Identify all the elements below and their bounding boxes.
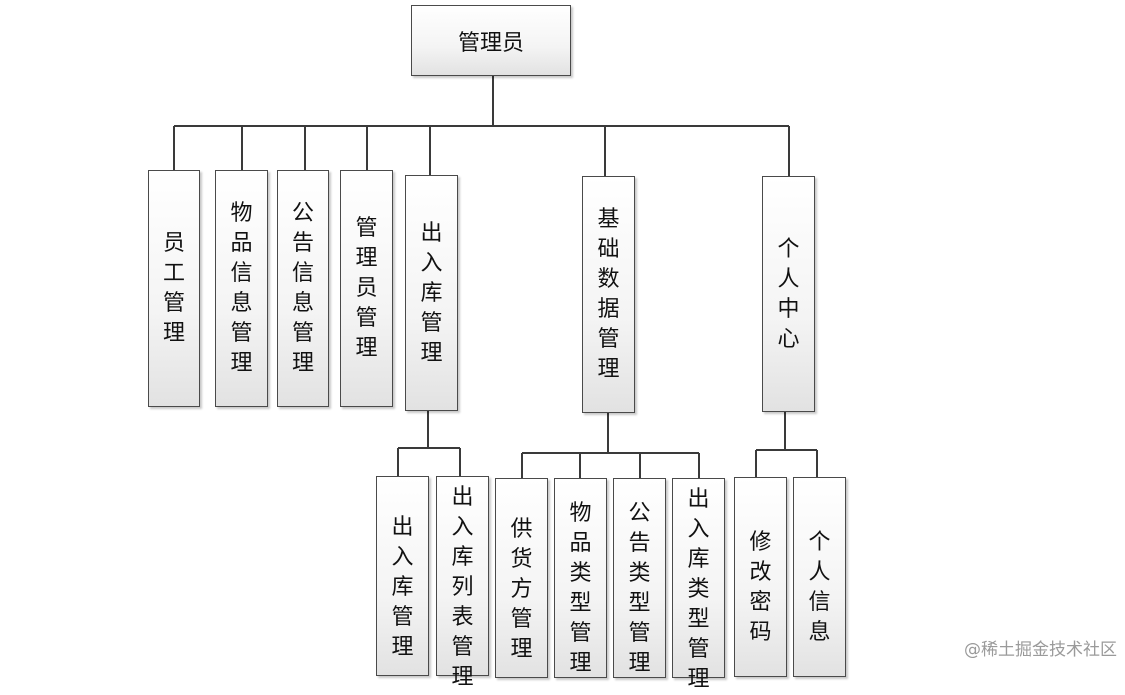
node-inout-manage: 出入库管理 xyxy=(376,476,429,676)
node-change-password: 修改密码 xyxy=(734,477,787,677)
node-label: 个人信息 xyxy=(808,530,831,645)
node-goods-type-manage: 物品类型管理 xyxy=(554,478,607,678)
node-label: 出入库列表管理 xyxy=(451,485,474,690)
node-basic-data-management: 基础数据管理 xyxy=(582,176,635,413)
node-label: 出入库管理 xyxy=(420,221,443,366)
node-staff-management: 员工管理 xyxy=(148,170,200,407)
node-notice-info-management: 公告信息管理 xyxy=(277,170,329,407)
node-label: 出入库管理 xyxy=(391,515,414,660)
node-goods-info-management: 物品信息管理 xyxy=(215,170,268,407)
node-label: 出入库类型管理 xyxy=(687,487,710,692)
node-label: 公告信息管理 xyxy=(291,201,314,376)
node-label: 物品类型管理 xyxy=(569,501,592,676)
node-label: 基础数据管理 xyxy=(597,207,620,382)
node-label: 员工管理 xyxy=(162,231,185,346)
node-label: 修改密码 xyxy=(749,530,772,645)
node-label: 个人中心 xyxy=(777,237,800,352)
node-label: 管理员管理 xyxy=(355,216,378,361)
node-personal-center: 个人中心 xyxy=(762,176,815,412)
node-label: 物品信息管理 xyxy=(230,201,253,376)
node-inout-list-manage: 出入库列表管理 xyxy=(436,476,489,690)
hierarchy-diagram xyxy=(173,76,818,478)
node-supplier-manage: 供货方管理 xyxy=(495,478,548,678)
node-notice-type-manage: 公告类型管理 xyxy=(613,478,666,678)
node-label: 管理员 xyxy=(457,30,524,56)
watermark-text: @稀土掘金技术社区 xyxy=(964,640,1117,660)
node-inout-type-manage: 出入库类型管理 xyxy=(672,478,725,692)
node-admin-management: 管理员管理 xyxy=(340,170,393,407)
node-label: 供货方管理 xyxy=(510,517,533,662)
node-label: 公告类型管理 xyxy=(628,501,651,676)
node-admin-root: 管理员 xyxy=(411,5,571,76)
node-inout-management: 出入库管理 xyxy=(405,175,458,411)
node-personal-info: 个人信息 xyxy=(793,477,846,677)
